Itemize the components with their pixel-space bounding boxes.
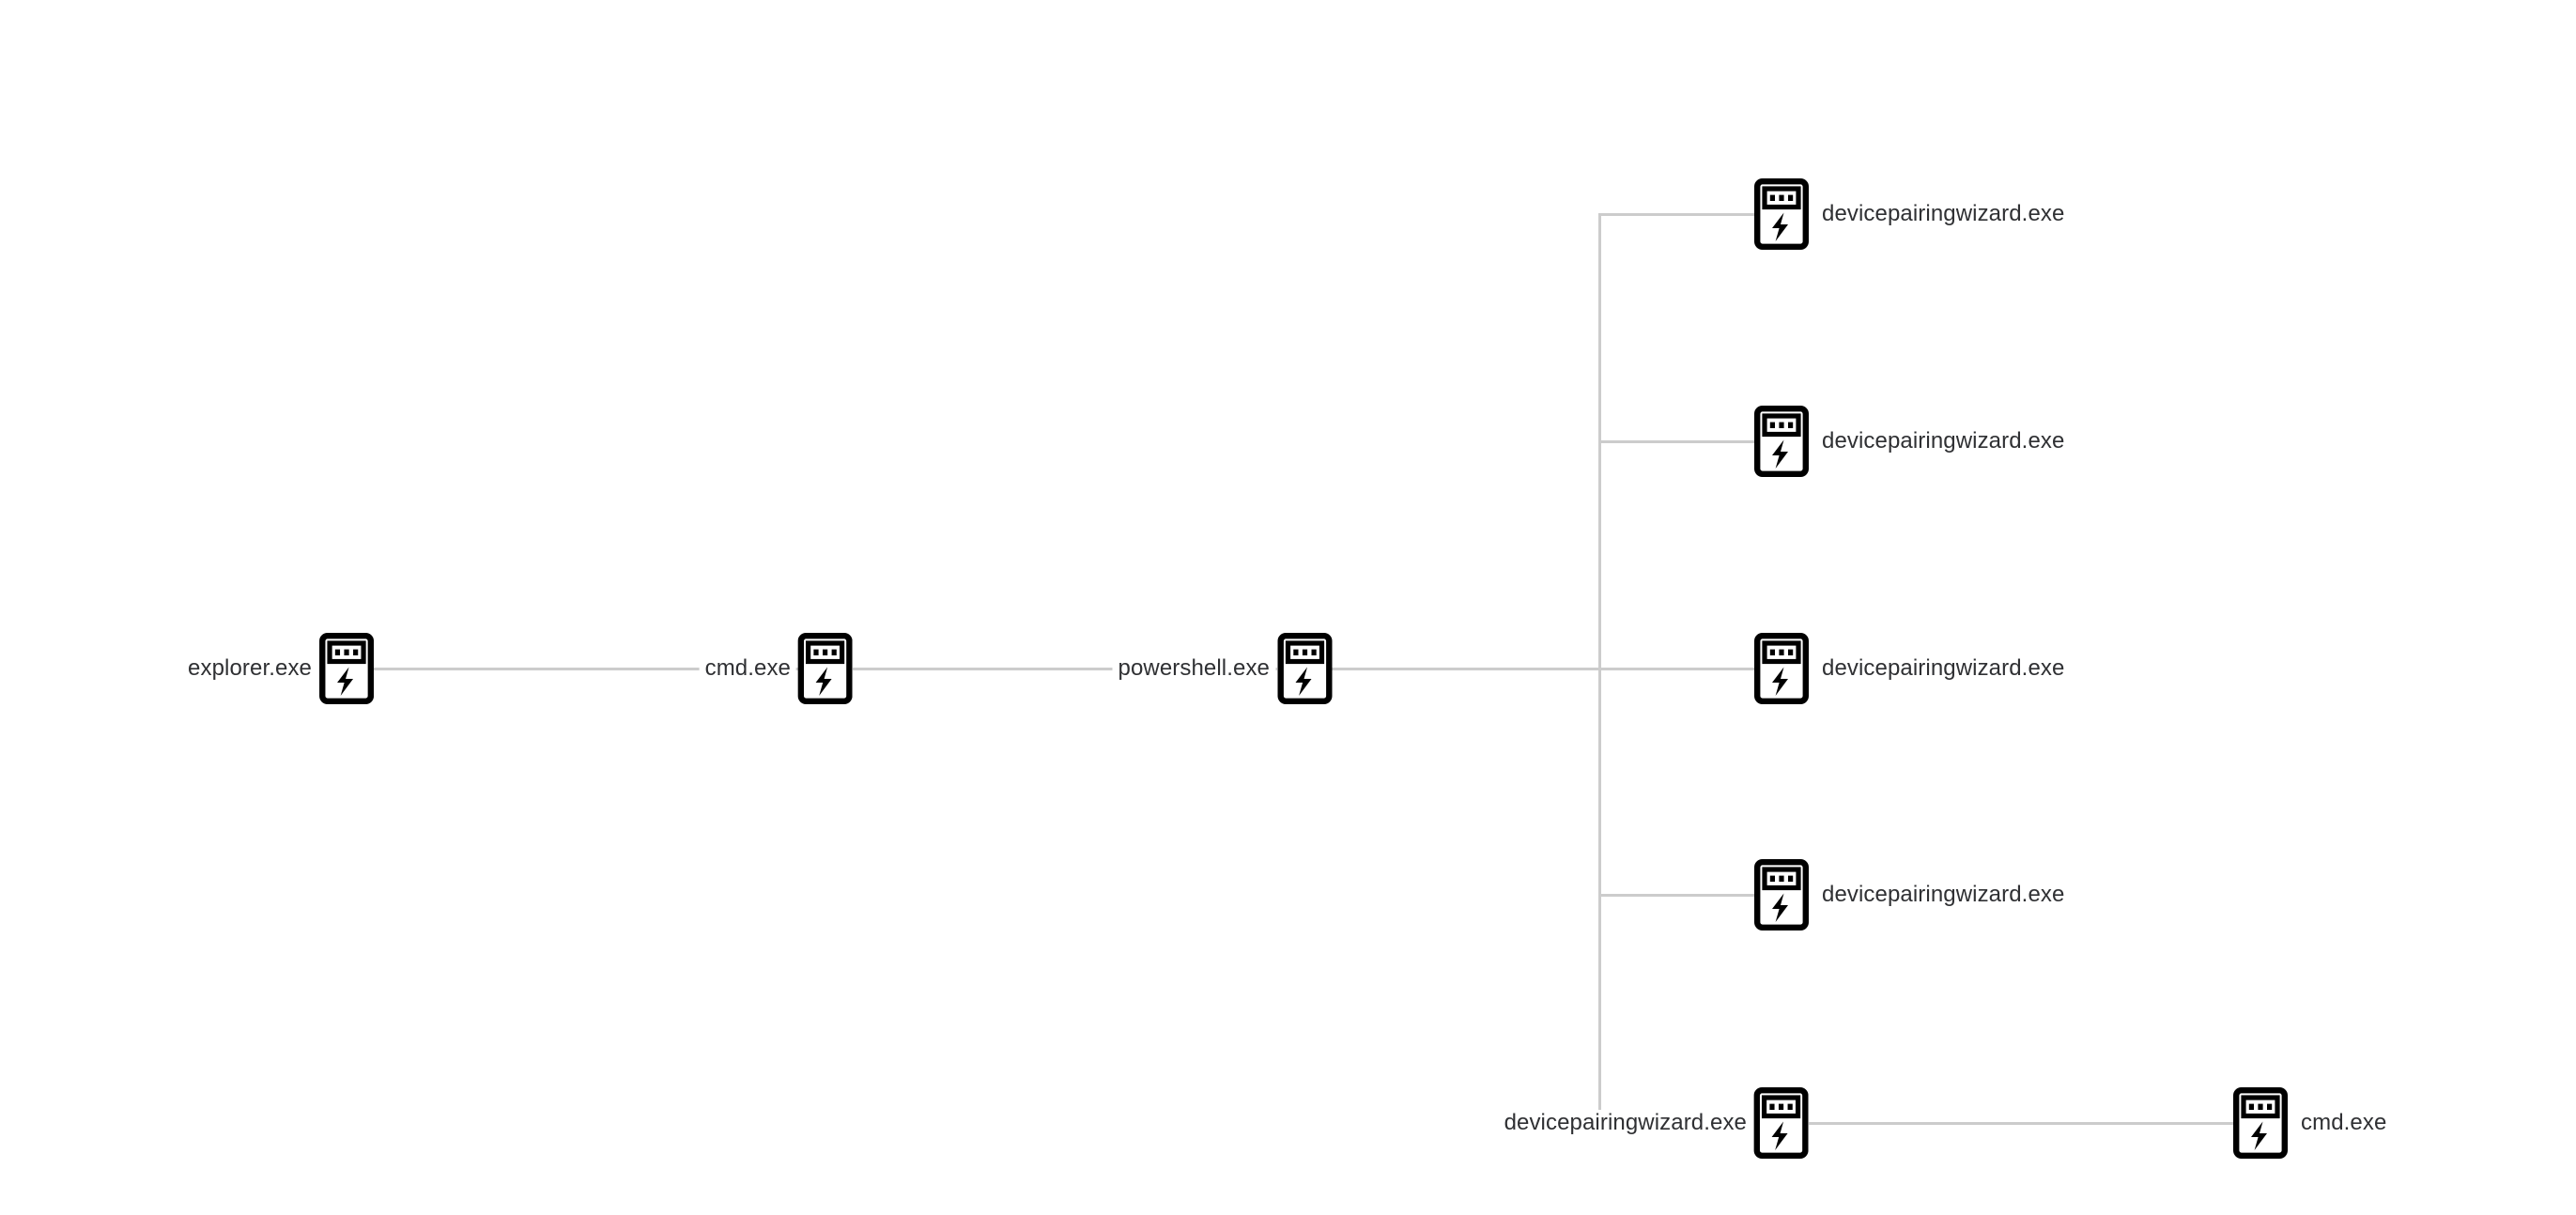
process-executable-icon-dpw3 — [1754, 633, 1809, 704]
process-executable-icon-cmd2 — [2233, 1087, 2288, 1159]
process-executable-icon-dpw5 — [1754, 1087, 1809, 1159]
process-name-label-cmd1: cmd.exe — [699, 655, 796, 682]
process-node-dpw2[interactable]: devicepairingwizard.exe — [1754, 406, 2071, 477]
process-name-label-dpw2: devicepairingwizard.exe — [1816, 428, 2071, 454]
edge-trunk-to-dpw2 — [1598, 440, 1754, 443]
process-node-cmd1[interactable]: cmd.exe — [699, 633, 853, 704]
process-name-label-explorer: explorer.exe — [182, 655, 317, 682]
process-node-powershell[interactable]: powershell.exe — [1112, 633, 1333, 704]
edge-dpw5-to-cmd2 — [1809, 1122, 2233, 1125]
process-name-label-dpw5: devicepairingwizard.exe — [1498, 1110, 1752, 1136]
edge-trunk-to-dpw1 — [1598, 213, 1754, 216]
process-name-label-dpw4: devicepairingwizard.exe — [1816, 882, 2071, 908]
process-node-cmd2[interactable]: cmd.exe — [2233, 1087, 2393, 1159]
process-executable-icon-dpw4 — [1754, 859, 1809, 930]
process-name-label-dpw3: devicepairingwizard.exe — [1816, 655, 2071, 682]
process-node-dpw1[interactable]: devicepairingwizard.exe — [1754, 178, 2071, 250]
process-executable-icon-dpw1 — [1754, 178, 1809, 250]
process-executable-icon-explorer — [319, 633, 374, 704]
process-name-label-dpw1: devicepairingwizard.exe — [1816, 201, 2071, 227]
process-node-explorer[interactable]: explorer.exe — [182, 633, 374, 704]
process-node-dpw4[interactable]: devicepairingwizard.exe — [1754, 859, 2071, 930]
edge-trunk-to-dpw3 — [1598, 668, 1754, 670]
edge-trunk-to-trunk — [1598, 213, 1601, 1110]
process-node-dpw5[interactable]: devicepairingwizard.exe — [1498, 1087, 1809, 1159]
process-name-label-cmd2: cmd.exe — [2295, 1110, 2393, 1136]
edge-explorer-to-cmd1 — [374, 668, 798, 670]
edge-trunk-to-dpw4 — [1598, 894, 1754, 897]
process-executable-icon-dpw2 — [1754, 406, 1809, 477]
process-executable-icon-powershell — [1277, 633, 1332, 704]
process-executable-icon-cmd1 — [798, 633, 853, 704]
process-name-label-powershell: powershell.exe — [1112, 655, 1275, 682]
edge-cmd1-to-powershell — [853, 668, 1277, 670]
process-node-dpw3[interactable]: devicepairingwizard.exe — [1754, 633, 2071, 704]
edge-powershell-to-trunk — [1332, 668, 1600, 670]
